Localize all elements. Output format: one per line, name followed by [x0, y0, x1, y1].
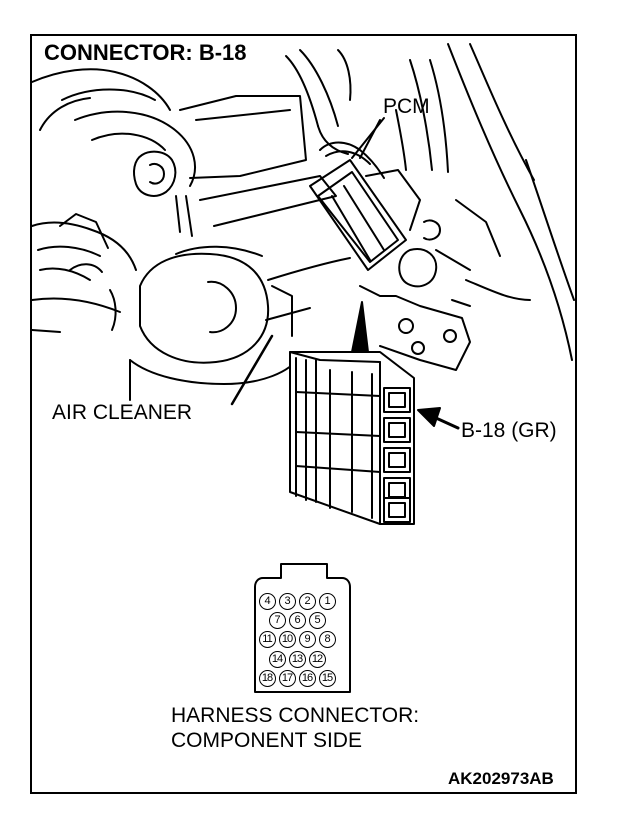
air-cleaner-body: [129, 245, 351, 406]
connector-pointer: [351, 301, 369, 353]
connector-pin: 3: [278, 592, 296, 610]
connector-pin: 17: [278, 669, 296, 687]
connector-pin: 2: [298, 592, 316, 610]
connector-pin: 18: [258, 669, 276, 687]
air-cleaner-label: AIR CLEANER: [52, 401, 193, 424]
connector-pin: 13: [288, 650, 306, 668]
figure-code: AK202973AB: [448, 769, 554, 788]
connector-callout-label: B-18 (GR): [461, 419, 557, 442]
pcm-unit: [309, 119, 531, 371]
connector-pin: 14: [268, 650, 286, 668]
connector-pin: 7: [268, 611, 286, 629]
harness-caption-line1: HARNESS CONNECTOR:: [171, 704, 420, 727]
b18-connector-view: [289, 351, 415, 525]
callout-arrow: [417, 407, 460, 430]
pcm-leader: [351, 117, 385, 159]
connector-pin: 11: [258, 630, 276, 648]
connector-title: CONNECTOR: B-18: [44, 40, 247, 65]
engine-components: [31, 213, 137, 333]
connector-pin: 6: [288, 611, 306, 629]
connector-pin: 8: [318, 630, 336, 648]
intake-hoses: [31, 68, 337, 237]
connector-pin: 16: [298, 669, 316, 687]
connector-pin: 10: [278, 630, 296, 648]
connector-pin: 1: [318, 592, 336, 610]
connector-pin: 5: [308, 611, 326, 629]
connector-pin: 9: [298, 630, 316, 648]
connector-pin: 12: [308, 650, 326, 668]
upper-hoses: [285, 43, 575, 361]
harness-caption-line2: COMPONENT SIDE: [171, 729, 362, 752]
pcm-label: PCM: [383, 95, 430, 118]
connector-pin: 4: [258, 592, 276, 610]
connector-pin: 15: [318, 669, 336, 687]
